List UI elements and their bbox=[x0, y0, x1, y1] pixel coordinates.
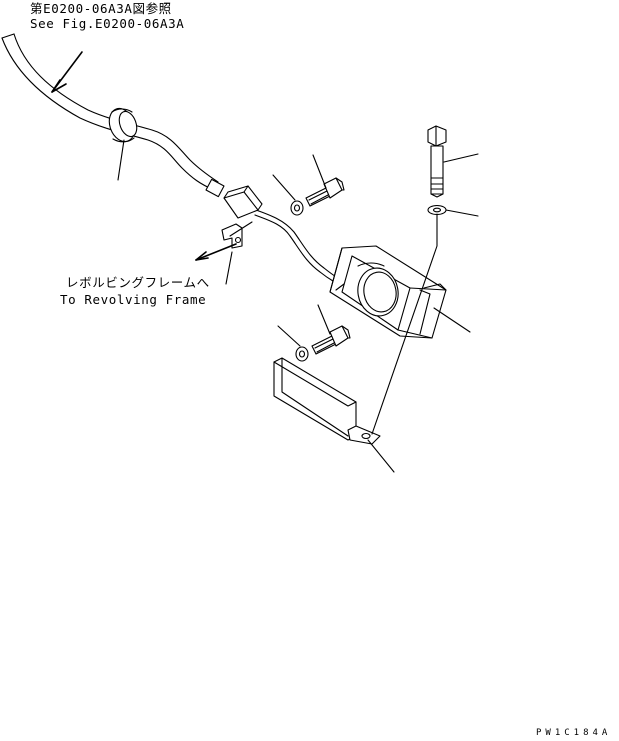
connector bbox=[205, 178, 263, 219]
sensor-housing bbox=[329, 245, 447, 339]
washer-right bbox=[427, 204, 447, 216]
washer-upper bbox=[290, 200, 304, 216]
drawing-code: PW1C184A bbox=[536, 728, 612, 738]
mounting-bracket bbox=[273, 357, 381, 445]
grommet bbox=[108, 107, 138, 143]
reference-note-jp: 第E0200-06A3A図参照 bbox=[30, 1, 172, 16]
wire-harness bbox=[1, 33, 349, 289]
leader-lines bbox=[51, 51, 479, 473]
revolving-frame-note-jp: レボルビングフレームへ bbox=[66, 275, 210, 290]
reference-note-en: See Fig.E0200-06A3A bbox=[30, 16, 185, 31]
bolt-lower bbox=[311, 325, 351, 355]
bolt-upper bbox=[305, 177, 345, 207]
revolving-frame-note-en: To Revolving Frame bbox=[60, 292, 207, 307]
harness-clip bbox=[221, 221, 253, 249]
washer-lower bbox=[295, 346, 309, 362]
long-bolt bbox=[427, 125, 447, 198]
